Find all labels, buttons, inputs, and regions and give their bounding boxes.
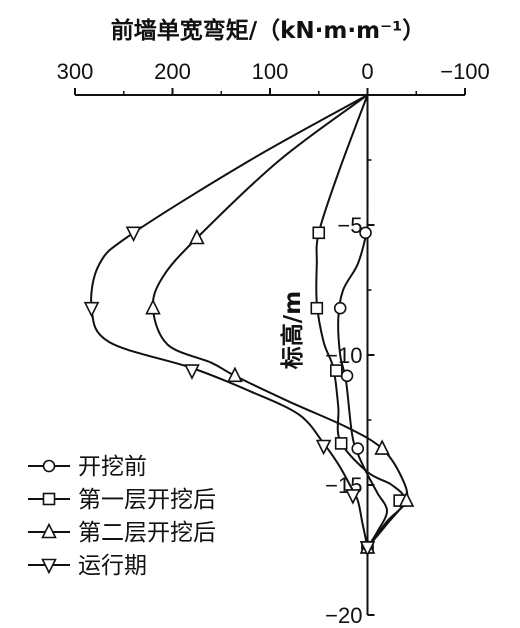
legend-label: 运行期: [78, 553, 147, 579]
legend-label: 第二层开挖后: [78, 520, 216, 546]
x-tick-label: 200: [154, 59, 191, 84]
series-marker: [334, 437, 348, 450]
series-marker: [310, 301, 324, 315]
x-tick-label: 300: [57, 59, 94, 84]
series-marker: [398, 491, 415, 507]
legend-item: 第二层开挖后: [28, 520, 216, 546]
series-marker: [145, 298, 161, 315]
series-marker: [312, 226, 326, 240]
series-marker: [329, 364, 343, 377]
y-tick-label: −5: [337, 213, 362, 238]
series-marker: [184, 364, 200, 380]
series-4: [83, 94, 376, 557]
series-marker: [315, 439, 332, 456]
series-marker: [189, 228, 205, 245]
series-marker: [333, 301, 347, 315]
series-marker: [340, 369, 354, 383]
y-axis-title: 标高/m: [279, 291, 306, 369]
legend-item: 第一层开挖后: [28, 487, 216, 513]
x-axis: 300 200 100 0 −100: [57, 59, 490, 96]
x-tick-label: −100: [440, 59, 490, 84]
x-tick-label: 100: [252, 59, 289, 84]
series-marker: [345, 489, 361, 505]
series-marker: [359, 541, 376, 557]
legend-label: 第一层开挖后: [78, 487, 216, 513]
series-marker: [125, 226, 142, 243]
legend-marker: [41, 522, 57, 539]
series-marker: [83, 301, 100, 318]
series-marker: [359, 226, 372, 240]
x-tick-label: 0: [361, 59, 373, 84]
legend-marker: [41, 558, 57, 575]
series-layer: [83, 94, 415, 557]
series-marker: [351, 442, 365, 455]
legend-marker: [42, 459, 56, 473]
y-tick-label: −20: [325, 603, 362, 628]
legend-item: 开挖前: [28, 454, 147, 480]
series-marker: [374, 439, 390, 455]
legend-marker: [42, 492, 56, 506]
legend-label: 开挖前: [78, 454, 147, 480]
x-axis-title: 前墙单宽弯矩/（kN·m·m⁻¹）: [111, 17, 426, 44]
y-tick-label: −10: [325, 343, 362, 368]
legend-item: 运行期: [28, 553, 147, 579]
series-marker: [227, 366, 243, 383]
